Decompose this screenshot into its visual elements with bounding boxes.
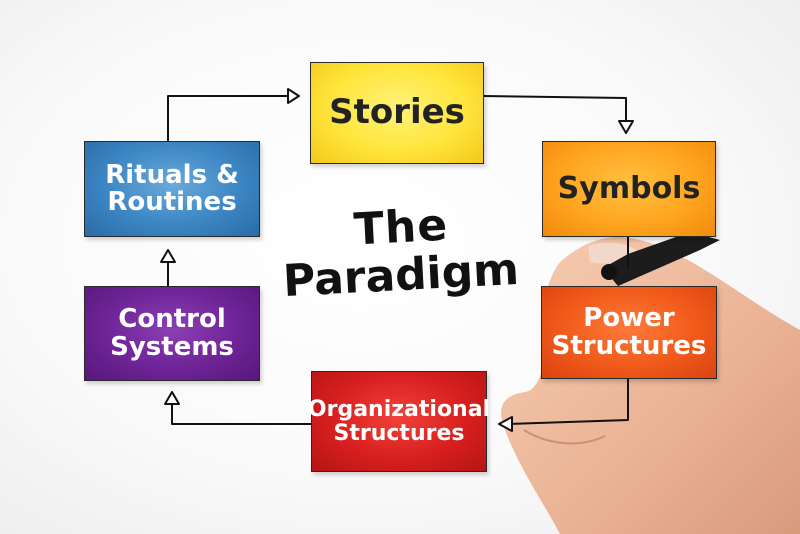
node-control-systems: Control Systems: [84, 286, 260, 381]
arrow-power-to-org: [507, 379, 629, 425]
arrow-rituals-to-stories: [167, 95, 290, 141]
node-organizational-structures: Organizational Structures: [307, 371, 491, 472]
title-line2: Paradigm: [281, 243, 521, 308]
diagram-title: The Paradigm: [276, 200, 526, 308]
arrow-org-to-control: [171, 400, 311, 425]
node-stories: Stories: [310, 62, 484, 164]
node-stories-label: Stories: [329, 92, 465, 133]
node-power-structures: Power Structures: [541, 286, 717, 379]
node-org-line1: Organizational: [307, 397, 491, 423]
node-rituals-line2: Routines: [107, 187, 237, 217]
node-rituals-line1: Rituals &: [105, 159, 239, 190]
node-symbols: Symbols: [542, 141, 716, 237]
node-power-line1: Power: [583, 303, 675, 334]
node-symbols-label: Symbols: [557, 171, 701, 207]
arrow-stories-to-symbols: [483, 95, 627, 124]
node-rituals-routines: Rituals & Routines: [84, 141, 260, 237]
node-control-line2: Systems: [110, 331, 234, 362]
node-control-line1: Control: [118, 304, 226, 335]
node-power-line2: Structures: [551, 330, 707, 361]
node-org-line2: Structures: [333, 420, 465, 446]
